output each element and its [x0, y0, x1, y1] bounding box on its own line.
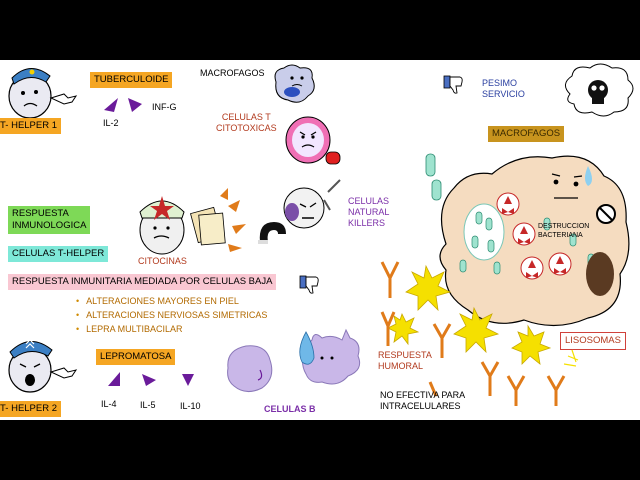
th1-label: T- HELPER 1: [0, 118, 62, 134]
doctor-cell-icon: [139, 188, 246, 255]
celulas-t-citotoxicas-label: CELULAS T CITOTOXICAS: [216, 112, 277, 133]
explosion-icon: [387, 264, 552, 365]
magnet-icon: [258, 222, 286, 244]
celulas-nk-label: CELULAS NATURAL KILLERS: [348, 196, 390, 228]
celulas-b-label: CELULAS B: [264, 404, 316, 414]
respuesta-inmunologica-label: RESPUESTA INMUNOLOGICA: [8, 206, 91, 234]
infg-label: INF-G: [152, 102, 177, 112]
no-efectiva-label: NO EFECTIVA PARA INTRACELULARES: [380, 390, 466, 411]
citocinas-label: CITOCINAS: [138, 256, 187, 266]
cytokine-triangle-infg: [128, 98, 142, 112]
antibody-icon: [380, 261, 438, 397]
macrofagos-right-label: MACROFAGOS: [488, 126, 565, 142]
thumbs-down-icon: [443, 75, 463, 94]
macrofagos-top-label: MACROFAGOS: [200, 68, 265, 78]
th2-character-icon: [8, 339, 78, 393]
th1-character-icon: [8, 68, 78, 119]
symptom-item: ALTERACIONES NERVIOSAS SIMETRICAS: [76, 308, 267, 322]
respuesta-humoral-label: RESPUESTA HUMORAL: [378, 350, 432, 371]
respuesta-baja-label: RESPUESTA INMUNITARIA MEDIADA POR CELULA…: [8, 274, 277, 290]
macrophage-icon: [274, 64, 315, 103]
bacteria-icon: [425, 153, 442, 201]
destruccion-label: DESTRUCCION BACTERIANA: [538, 223, 590, 239]
boxing-glove-icon: [325, 151, 341, 165]
no-entry-icon: [596, 204, 616, 224]
th2-label: T- HELPER 2: [0, 401, 62, 417]
cytotoxic-t-cell-icon: [285, 116, 341, 165]
skull-icon: [565, 63, 634, 117]
cytokine-triangle-il2: [104, 98, 118, 112]
tuberculoide-label: TUBERCULOIDE: [90, 72, 173, 88]
lepromatosa-label: LEPROMATOSA: [96, 349, 176, 365]
symptom-item: LEPRA MULTIBACILAR: [76, 322, 267, 336]
il4-label: IL-4: [101, 399, 117, 409]
syringe-icon: [323, 179, 341, 211]
lisosomas-label: LISOSOMAS: [560, 332, 626, 350]
b-cell-plasma-icon: [299, 328, 361, 385]
cytokine-triangle-il10: [182, 374, 194, 386]
b-cell-icon: [227, 345, 273, 392]
thumbs-down-icon: [299, 275, 319, 294]
documents-icon: [190, 206, 226, 246]
nk-cell-icon: [283, 179, 341, 229]
il2-label: IL-2: [103, 118, 119, 128]
cytokine-triangle-il4: [108, 372, 120, 386]
large-macrophage-icon: [439, 155, 630, 327]
il5-label: IL-5: [140, 400, 156, 410]
pesimo-servicio-label: PESIMO SERVICIO: [482, 78, 525, 99]
il10-label: IL-10: [180, 401, 201, 411]
diagram-canvas: T- HELPER 1 TUBERCULOIDE INF-G IL-2 MACR…: [0, 60, 640, 420]
symptom-item: ALTERACIONES MAYORES EN PIEL: [76, 294, 267, 308]
celulas-t-helper-label: CELULAS T-HELPER: [8, 246, 109, 262]
antibody-cluster: [380, 261, 579, 406]
cytokine-triangle-il5: [142, 374, 156, 386]
symptom-list: ALTERACIONES MAYORES EN PIEL ALTERACIONE…: [76, 294, 267, 336]
